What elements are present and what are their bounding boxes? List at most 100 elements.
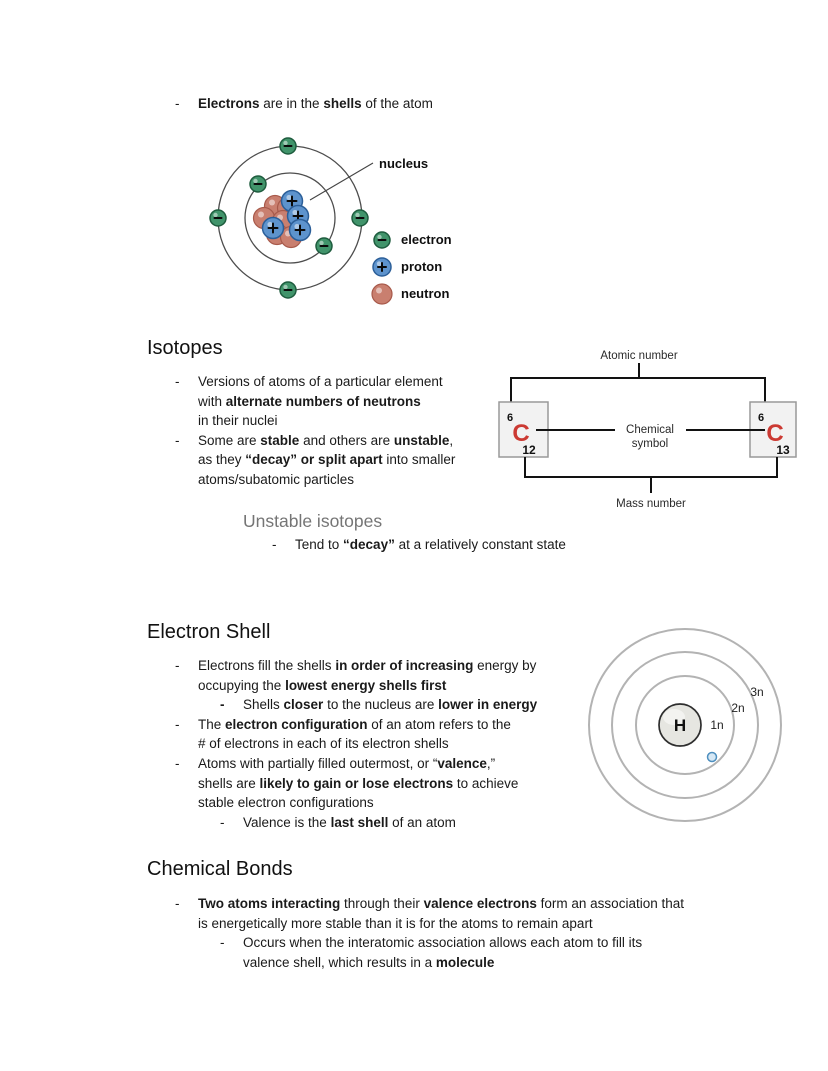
electron-icon	[706, 751, 718, 763]
text-segment: ,	[449, 432, 454, 448]
bullet-marker: -	[220, 697, 225, 713]
neutron-icon	[371, 283, 393, 305]
text-segment: are in the	[259, 96, 324, 111]
text-segment: stable	[260, 432, 300, 448]
text-segment: lowest energy shells first	[285, 677, 447, 693]
text-segment: “decay” or split apart	[245, 452, 383, 468]
shell-3-circle	[588, 628, 782, 822]
text-segment: Tend to	[295, 537, 344, 552]
shell-3-label: 3n	[750, 685, 763, 699]
text-line: shells are likely to gain or lose electr…	[198, 774, 518, 794]
right-mass-number: 13	[776, 443, 790, 457]
text-line: stable electron configurations	[198, 793, 518, 813]
nucleus-highlight	[663, 709, 685, 725]
bullet-marker: -	[175, 896, 180, 911]
bullet-marker: -	[175, 658, 180, 673]
text-segment: shells are	[198, 775, 260, 791]
bullet-marker: -	[272, 537, 277, 552]
bullet-item: -Occurs when the interatomic association…	[220, 933, 684, 972]
bullet-marker: -	[175, 755, 180, 771]
electron-icon	[373, 231, 391, 249]
bullet-marker: -	[220, 935, 225, 951]
text-segment: shells	[323, 96, 362, 111]
text-line: occupying the lowest energy shells first	[198, 676, 536, 696]
intro-bullet-list: - Electrons are in the shells of the atom	[175, 94, 433, 114]
text-line: Atoms with partially filled outermost, o…	[198, 754, 518, 774]
text-segment: The	[198, 716, 226, 732]
text-line: Two atoms interacting through their vale…	[198, 894, 684, 914]
text-line: atoms/subatomic particles	[198, 470, 455, 490]
text-segment: as they	[198, 452, 246, 468]
shell-2-label: 2n	[731, 701, 744, 715]
electron-shell-bullet-list: - Electrons fill the shells in order of i…	[175, 656, 537, 832]
text-segment: electron configuration	[225, 716, 368, 732]
text-line: valence shell, which results in a molecu…	[243, 953, 642, 973]
text-segment: Versions of atoms of a particular elemen…	[198, 374, 443, 389]
text-segment: of the atom	[361, 96, 433, 111]
shell-1-circle	[635, 675, 735, 775]
text-segment: to the nucleus are	[323, 697, 439, 713]
text-segment: “decay”	[343, 537, 395, 552]
chemical-bonds-bullet-list: - Two atoms interacting through their val…	[175, 894, 684, 972]
electron-icon	[279, 137, 297, 155]
bullet-marker: -	[175, 96, 180, 111]
isotopes-bullet-list: - Versions of atoms of a particular eleme…	[175, 372, 455, 490]
text-line: is energetically more stable than it is …	[198, 914, 684, 934]
text-segment: alternate numbers of neutrons	[225, 393, 421, 409]
electron-icon	[209, 209, 227, 227]
text-line: The electron configuration of an atom re…	[198, 715, 511, 735]
text-segment: ,”	[486, 755, 496, 771]
bullet-marker: -	[175, 374, 180, 389]
text-line: Some are stable and others are unstable,	[198, 431, 455, 451]
right-atomic-number: 6	[758, 412, 764, 424]
bullet-item: - Two atoms interacting through their val…	[175, 894, 684, 933]
heading-electron-shell: Electron Shell	[147, 621, 271, 643]
text-segment: to achieve	[453, 775, 519, 791]
chemical-symbol-label-line1: Chemical	[626, 424, 674, 436]
text-segment: likely to gain or lose electrons	[259, 775, 454, 791]
bullet-item: - Tend to “decay” at a relatively constan…	[272, 535, 566, 555]
bullet-item: -Some are stable and others are unstable…	[175, 431, 455, 490]
electron-icon	[279, 281, 297, 299]
atomic-number-bracket	[510, 363, 766, 402]
text-segment: into smaller	[382, 452, 456, 468]
text-segment: energy by	[473, 658, 537, 673]
subheading-unstable-isotopes: Unstable isotopes	[243, 511, 383, 531]
proton-icon	[261, 216, 285, 240]
text-segment: with	[198, 393, 226, 409]
text-segment: Atoms with partially filled outermost, o…	[198, 755, 438, 771]
text-line: with alternate numbers of neutrons	[198, 392, 443, 412]
text-line: # of electrons in each of its electron s…	[198, 734, 511, 754]
bullet-item: - The electron configuration of an atom r…	[175, 715, 537, 754]
mass-number-bracket	[524, 457, 778, 493]
text-line: Electrons are in the shells of the atom	[198, 94, 433, 114]
text-segment: at a relatively constant state	[394, 537, 566, 552]
heading-isotopes: Isotopes	[147, 337, 223, 359]
atomic-number-label: Atomic number	[600, 350, 678, 362]
proton-icon	[372, 257, 392, 277]
text-segment: Electrons fill the shells	[198, 658, 336, 673]
legend-label-neutron: neutron	[401, 286, 449, 301]
orbiting-electrons	[209, 137, 369, 299]
chemical-symbol-label-line2: symbol	[632, 438, 668, 450]
text-segment: atoms/subatomic particles	[198, 471, 355, 487]
left-atomic-number: 6	[507, 412, 513, 424]
text-segment: valence shell, which results in a	[243, 954, 436, 970]
text-line: Electrons fill the shells in order of in…	[198, 656, 536, 676]
electron-shell-diagram: H 1n 2n 3n	[588, 628, 782, 822]
hydrogen-symbol: H	[674, 716, 686, 735]
nucleus-label: nucleus	[379, 156, 428, 171]
text-segment: Shells	[243, 697, 284, 713]
electron-icon	[249, 175, 267, 193]
right-chemical-symbol: C	[766, 420, 783, 447]
text-line: Tend to “decay” at a relatively constant…	[295, 535, 566, 555]
proton-icon	[288, 218, 312, 242]
bullet-marker: -	[175, 716, 180, 732]
text-segment: valence electrons	[423, 896, 537, 911]
legend-label-proton: proton	[401, 259, 442, 274]
text-segment: and others are	[299, 432, 394, 448]
text-segment: in their nuclei	[198, 413, 278, 429]
left-mass-number: 12	[522, 443, 536, 457]
text-segment: is energetically more stable than it is …	[198, 915, 593, 931]
isotope-notation-diagram: Atomic number Chemical symbol 6 C 12 6 C…	[498, 350, 797, 510]
